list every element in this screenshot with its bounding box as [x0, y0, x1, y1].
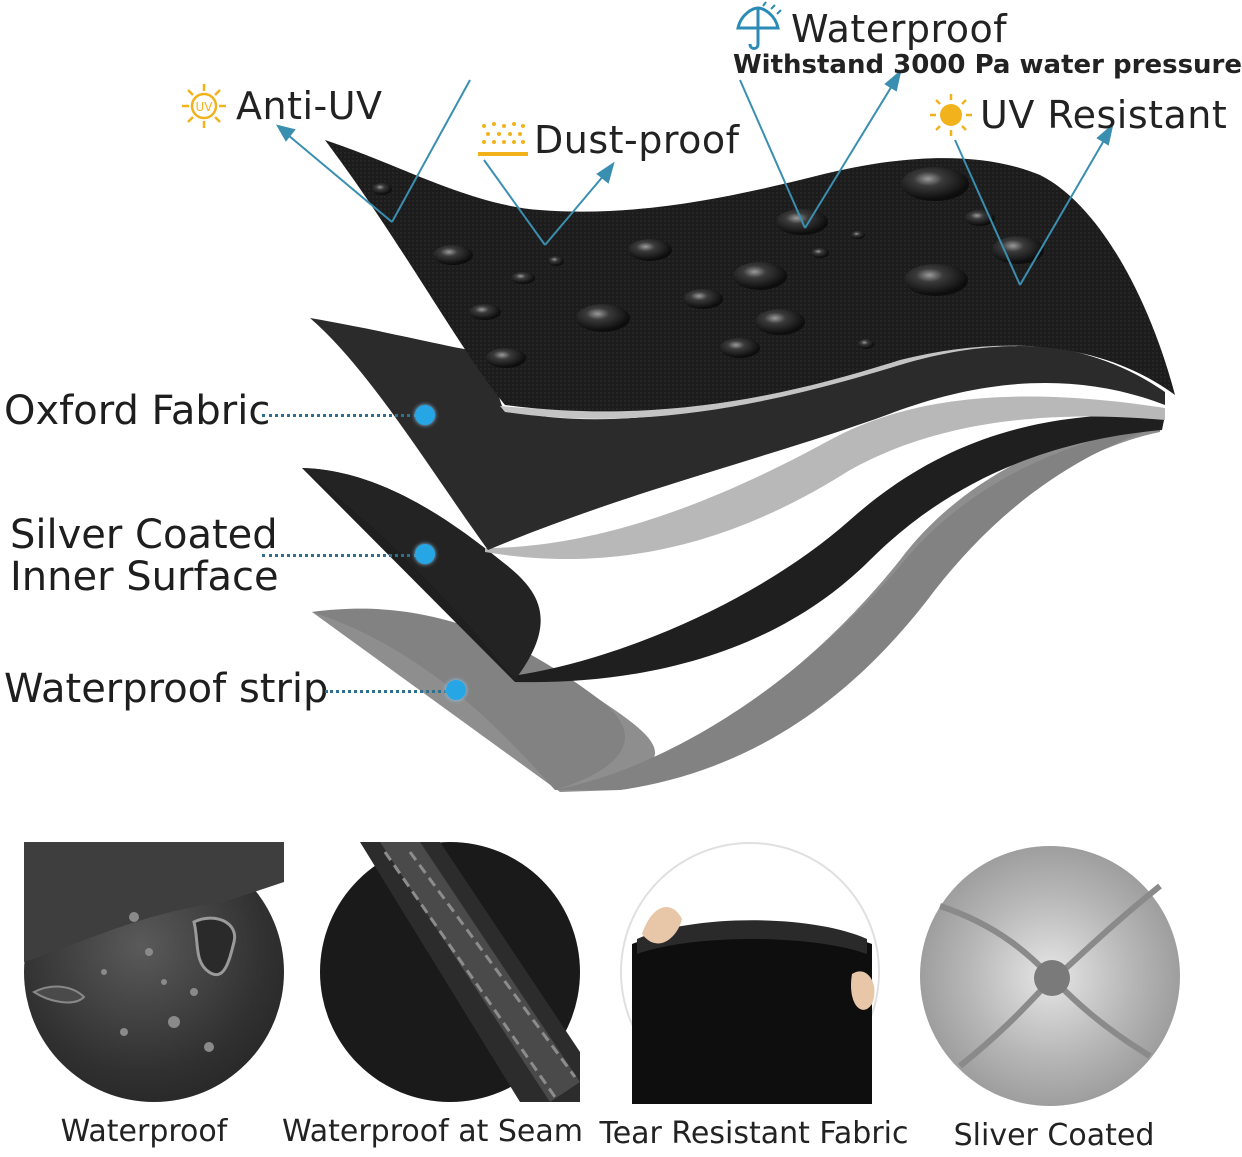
silver-leader-line	[262, 554, 417, 557]
fabric-layers-illustration	[275, 69, 1175, 792]
silver-marker-dot	[415, 544, 435, 564]
silver-coated-line2: Inner Surface	[10, 554, 279, 600]
feature-arrows	[275, 69, 1114, 286]
silver-coated-label: Silver Coated Inner Surface	[10, 514, 279, 598]
caption-seam: Waterproof at Seam	[282, 1114, 583, 1149]
waterproof-feature: Waterproof Withstand 3000 Pa water press…	[733, 1, 1242, 80]
uv-sun-icon: UV	[182, 84, 226, 128]
caption-tear: Tear Resistant Fabric	[599, 1116, 909, 1151]
silver-coated-detail-image	[920, 846, 1180, 1106]
oxford-fabric-layer	[310, 318, 1165, 550]
svg-text:UV: UV	[196, 100, 214, 114]
strip-marker-dot	[446, 680, 466, 700]
silver-coated-line1: Silver Coated	[10, 512, 278, 558]
caption-waterproof: Waterproof	[60, 1114, 228, 1149]
oxford-fabric-label: Oxford Fabric	[4, 388, 271, 434]
oxford-leader-line	[262, 414, 417, 417]
seam-detail-image	[320, 842, 580, 1102]
dust-icon	[478, 122, 528, 156]
dust-proof-feature: Dust-proof	[478, 118, 740, 162]
umbrella-icon	[736, 1, 782, 50]
uv-resistant-label: UV Resistant	[980, 93, 1228, 137]
oxford-marker-dot	[415, 405, 435, 425]
water-droplets	[372, 167, 1044, 368]
anti-uv-label: Anti-UV	[236, 84, 383, 128]
waterproof-strip-label: Waterproof strip	[4, 666, 329, 712]
strip-leader-line	[325, 690, 447, 693]
tear-resistant-detail-image	[620, 842, 880, 1104]
uv-resistant-feature: UV Resistant	[928, 92, 1227, 138]
waterproof-sub-label: Withstand 3000 Pa water pressure	[733, 50, 1242, 80]
anti-uv-feature: UV Anti-UV	[180, 82, 383, 130]
waterproof-label: Waterproof	[791, 7, 1008, 51]
dust-proof-label: Dust-proof	[534, 118, 740, 162]
caption-silver: Sliver Coated	[953, 1118, 1155, 1153]
waterproof-detail-image	[24, 842, 284, 1102]
sun-icon	[930, 94, 972, 136]
silver-coated-layer	[302, 414, 1165, 683]
